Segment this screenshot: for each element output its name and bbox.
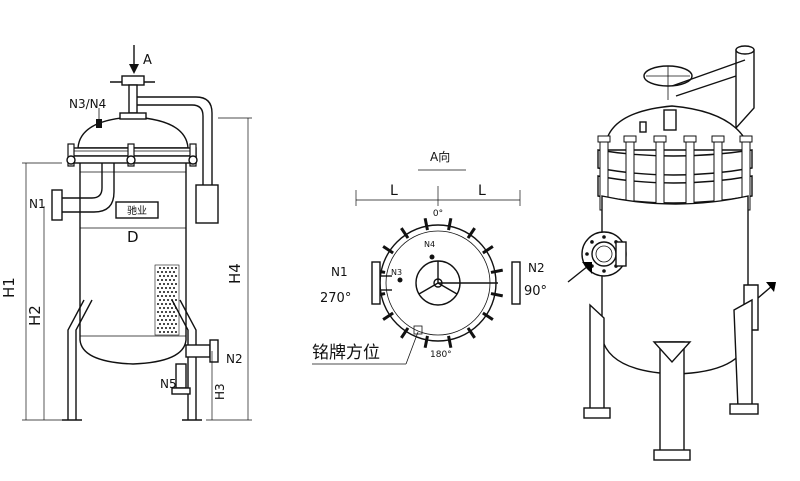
swing-bolt (490, 292, 504, 298)
dim-l-right: L (478, 183, 486, 199)
iso-swing-bolt (713, 139, 723, 211)
iso-leg-right (733, 298, 753, 409)
swing-bolt-left (67, 143, 75, 167)
label-n1: N1 (29, 197, 46, 211)
outlet-pipe-n2 (185, 344, 211, 358)
swing-bolt (423, 217, 429, 231)
swing-bolt (482, 245, 494, 255)
dim-h4: H4 (226, 263, 244, 284)
iso-swing-bolt (655, 139, 665, 211)
iso-view (567, 45, 776, 461)
top-cover (77, 116, 189, 149)
label-n5: N5 (160, 377, 177, 391)
nameplate-orientation-label: 铭牌方位 (312, 343, 380, 363)
dim-h1: H1 (0, 277, 18, 298)
swing-bolt (382, 311, 394, 321)
vessel-shell (79, 163, 187, 365)
iso-swing-bolt (685, 139, 695, 211)
label-n3-top: N3 (391, 268, 402, 277)
label-n1-top: N1 (331, 265, 348, 279)
davit-arm-outer (137, 96, 213, 190)
davit-post-sleeve (195, 184, 219, 224)
swing-bolts-ring (372, 217, 504, 349)
nameplate-leader (405, 331, 419, 365)
top-view: A向 L L 0° N4 N3 N1 270° N2 9 (312, 149, 547, 365)
swing-bolt (423, 335, 429, 349)
iso-davit-arm (671, 59, 746, 87)
angle-0: 0° (433, 209, 443, 219)
iso-vent (663, 109, 677, 131)
angle-180: 180° (430, 350, 452, 360)
leg-right (179, 299, 197, 420)
swing-bolt (447, 335, 453, 349)
swing-bolt (382, 245, 394, 255)
cover-boss (119, 112, 147, 120)
top-view-title: A向 (430, 149, 450, 164)
swing-bolt (466, 327, 476, 339)
nameplate-text: 驰业 (127, 204, 147, 217)
label-n2-top: N2 (528, 261, 545, 275)
iso-swing-bolts (597, 135, 753, 211)
swing-bolt (400, 327, 410, 339)
davit-arm-inner (137, 104, 204, 190)
iso-outlet-arrow (757, 282, 776, 299)
lift-screw (128, 84, 138, 114)
dim-h3: H3 (213, 383, 227, 400)
inlet-flange-n1 (51, 189, 63, 221)
iso-leg-left (589, 303, 605, 411)
n3-vent-top (397, 277, 403, 283)
label-n2: N2 (226, 352, 243, 366)
arrow-a-label: A (143, 53, 152, 68)
label-diameter: D (127, 228, 139, 246)
drain-pipe-n5 (175, 363, 187, 389)
n4-vent-top (429, 254, 435, 260)
leg-left (67, 299, 85, 420)
iso-inlet-arrow (567, 262, 592, 283)
inlet-pipe-n1 (62, 163, 103, 199)
swing-bolt (447, 217, 453, 231)
outlet-flange-n2 (209, 339, 219, 363)
view-arrow-a-head (129, 64, 139, 74)
swing-bolt (466, 227, 476, 239)
iso-swing-bolt (625, 139, 635, 211)
label-n3n4: N3/N4 (69, 97, 106, 111)
side-view: A N3/N4 N1 (0, 45, 252, 421)
swing-bolt (400, 227, 410, 239)
vent-nozzle-n3n4 (96, 119, 102, 128)
dim-l-left: L (390, 183, 398, 199)
drain-flange-n5 (171, 387, 191, 395)
filter-element-hatch (154, 264, 180, 336)
swing-bolt-center (127, 143, 135, 167)
label-n4-top: N4 (424, 240, 435, 249)
iso-flange-upper (597, 149, 753, 176)
iso-foot-right (729, 403, 759, 415)
handwheel-hub (121, 75, 145, 86)
n2-flange-top (511, 261, 521, 305)
swing-bolt-right (189, 143, 197, 167)
swing-bolt (482, 311, 494, 321)
angle-270: 270° (320, 291, 351, 306)
iso-foot-front (653, 449, 691, 461)
n1-flange-top (371, 261, 381, 305)
dim-h2: H2 (26, 305, 44, 326)
swing-bolt (490, 268, 504, 274)
angle-90: 90° (524, 284, 547, 299)
nameplate (115, 201, 159, 219)
iso-foot-left (583, 407, 611, 419)
